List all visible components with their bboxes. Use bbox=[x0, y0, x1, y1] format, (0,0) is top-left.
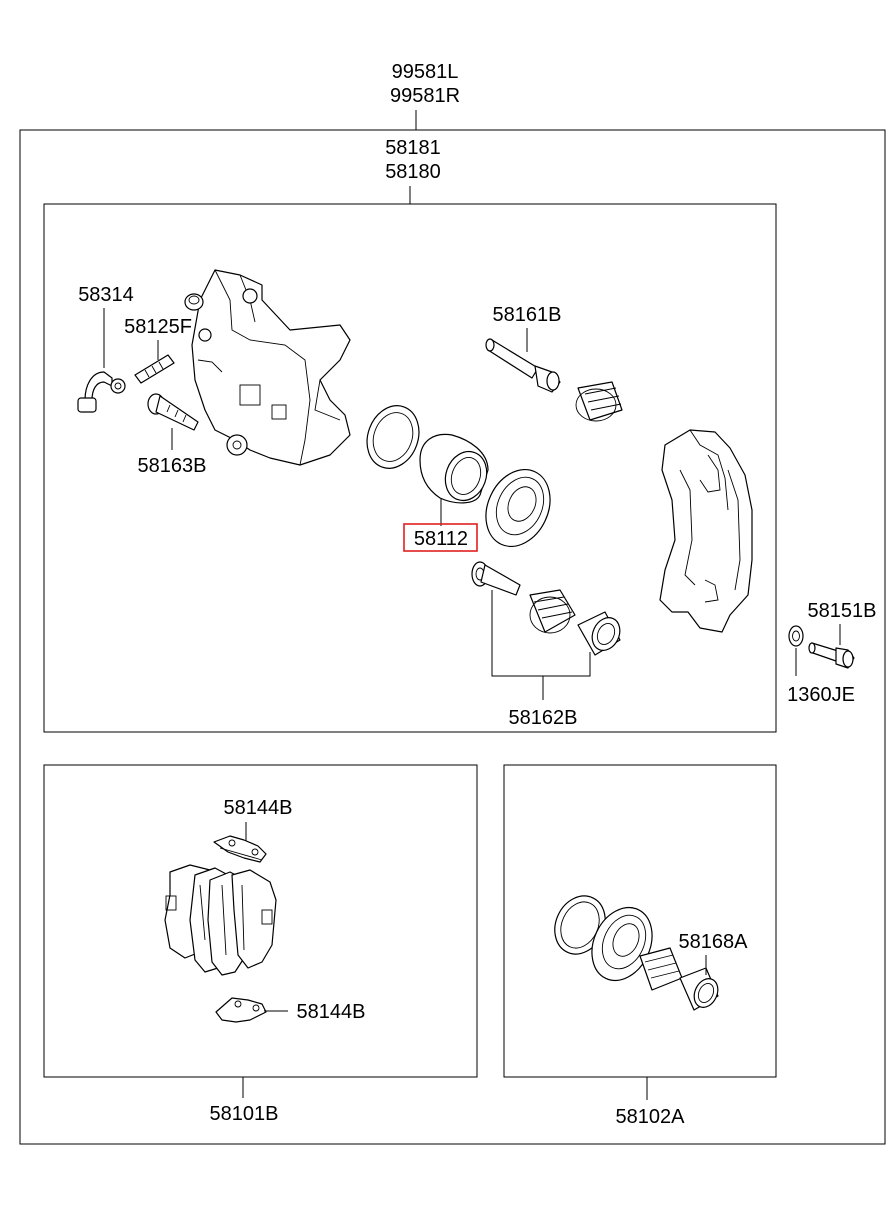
caliper-body bbox=[191, 269, 351, 466]
bleeder-screw-part bbox=[134, 354, 175, 384]
outer-assembly-frame bbox=[19, 129, 886, 1145]
piston-highlight-box bbox=[403, 523, 478, 552]
pad-kit-frame bbox=[43, 764, 478, 1078]
label-pad-kit[interactable]: 58101B bbox=[210, 1103, 279, 1125]
carrier-bolt-part bbox=[808, 642, 855, 669]
label-assembly-right[interactable]: 99581R bbox=[390, 85, 460, 107]
label-caliper-a[interactable]: 58181 bbox=[385, 137, 441, 159]
label-seal-kit[interactable]: 58102A bbox=[616, 1106, 686, 1128]
pad-clip-upper-part bbox=[213, 835, 267, 863]
leader-guide-pin-lower-bracket bbox=[491, 590, 591, 677]
brake-pads-part bbox=[164, 864, 277, 976]
label-assembly-left[interactable]: 99581L bbox=[392, 61, 459, 83]
guide-pin-lower-sleeve bbox=[577, 611, 621, 656]
guide-bolt-part bbox=[147, 393, 199, 431]
label-piston[interactable]: 58112 bbox=[414, 528, 468, 550]
seal-kit-frame bbox=[503, 764, 777, 1078]
label-bleeder-screw[interactable]: 58125F bbox=[124, 316, 192, 338]
label-pad-clip-lower[interactable]: 58144B bbox=[297, 1001, 366, 1023]
guide-pin-upper-part bbox=[485, 338, 561, 393]
label-seal-boot[interactable]: 58168A bbox=[679, 931, 749, 953]
washer-part bbox=[788, 625, 804, 647]
piston-part bbox=[419, 433, 489, 504]
label-washer[interactable]: 1360JE bbox=[787, 684, 855, 706]
bleeder-hose-part bbox=[77, 371, 126, 413]
seal-kit-bellows bbox=[639, 947, 683, 991]
guide-pin-lower-part bbox=[471, 561, 521, 596]
label-caliper-b[interactable]: 58180 bbox=[385, 161, 441, 183]
caliper-cap-nut bbox=[184, 293, 204, 311]
label-bleeder-hose[interactable]: 58314 bbox=[78, 284, 134, 306]
label-guide-pin-lower[interactable]: 58162B bbox=[509, 707, 578, 729]
label-pad-clip-upper[interactable]: 58144B bbox=[224, 797, 293, 819]
label-guide-bolt[interactable]: 58163B bbox=[138, 455, 207, 477]
seal-kit-boot bbox=[591, 906, 653, 982]
guide-pin-lower-boot bbox=[529, 589, 576, 634]
pad-clip-lower-part bbox=[215, 997, 267, 1023]
guide-pin-upper-boot bbox=[575, 381, 623, 422]
label-carrier-bolt[interactable]: 58151B bbox=[808, 600, 877, 622]
seal-kit-sleeve bbox=[679, 967, 719, 1011]
piston-dust-boot bbox=[485, 468, 551, 548]
piston-seal-ring bbox=[366, 405, 420, 469]
label-guide-pin-upper[interactable]: 58161B bbox=[493, 304, 562, 326]
caliper-carrier-bracket bbox=[659, 429, 753, 633]
